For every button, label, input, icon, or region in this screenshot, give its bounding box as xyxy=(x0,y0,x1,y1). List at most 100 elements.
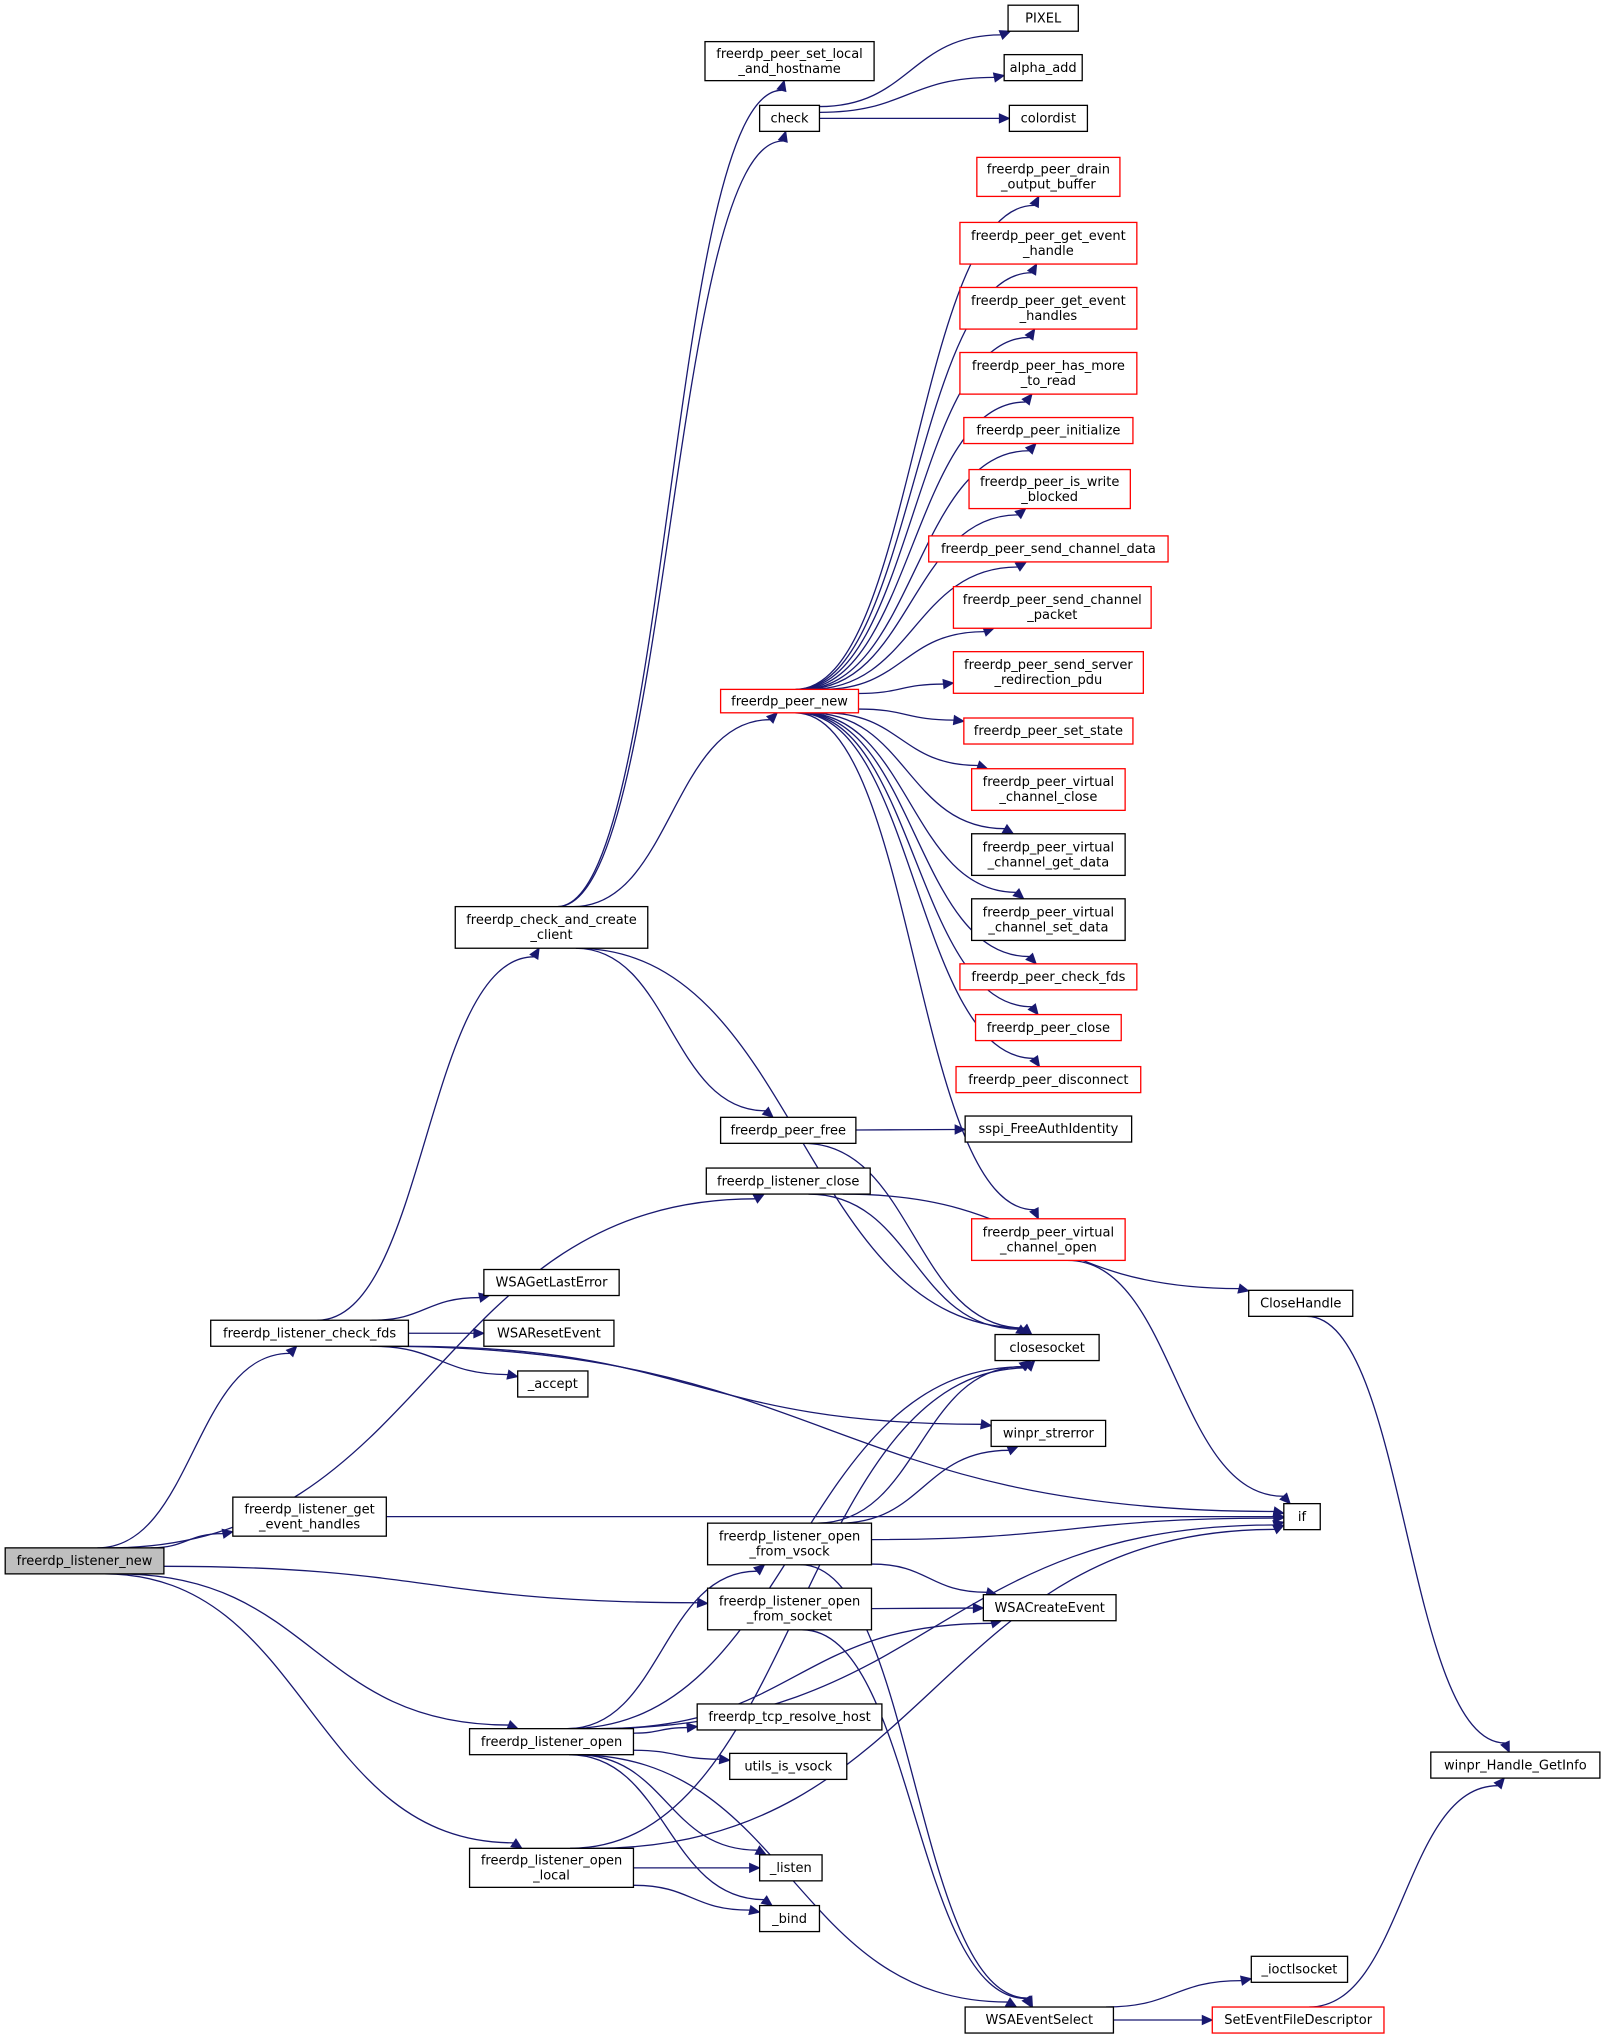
node-label: freerdp_listener_close xyxy=(717,1174,859,1189)
node-disconnect[interactable]: freerdp_peer_disconnect xyxy=(955,1065,1142,1094)
node-is-vsock[interactable]: utils_is_vsock xyxy=(729,1752,848,1781)
node-box xyxy=(706,1587,873,1631)
node-peer-close[interactable]: freerdp_peer_close xyxy=(974,1013,1122,1042)
arrowhead-root-to-listener_close xyxy=(752,1193,766,1204)
node-pixel[interactable]: PIXEL xyxy=(1007,4,1079,32)
node-bind[interactable]: _bind xyxy=(758,1904,821,1933)
node-closesocket[interactable]: closesocket xyxy=(994,1333,1100,1362)
node-box xyxy=(955,1065,1142,1094)
node-tcp-resolve[interactable]: freerdp_tcp_resolve_host xyxy=(696,1703,883,1731)
node-check-fds[interactable]: freerdp_listener_check_fds xyxy=(210,1319,410,1347)
node-handle-getinfo[interactable]: winpr_Handle_GetInfo xyxy=(1430,1751,1601,1779)
node-box xyxy=(1211,2006,1385,2034)
node-vc-set[interactable]: freerdp_peer_virtual_channel_set_data xyxy=(970,898,1126,942)
node-box xyxy=(959,221,1138,265)
edge-listener_open-to-listen xyxy=(576,1754,758,1851)
node-box xyxy=(964,2006,1115,2034)
node-send-channel-packet[interactable]: freerdp_peer_send_channel_packet xyxy=(952,585,1152,629)
node-check-and-create[interactable]: freerdp_check_and_create_client xyxy=(454,905,649,949)
node-box xyxy=(964,1115,1133,1143)
node-is-write[interactable]: freerdp_peer_is_write_blocked xyxy=(968,468,1131,510)
node-box xyxy=(706,1522,873,1566)
node-label: check xyxy=(771,112,810,127)
node-box xyxy=(970,1218,1126,1262)
arrowhead-listener_open-to-bind xyxy=(760,1895,774,1907)
node-strerror[interactable]: winpr_strerror xyxy=(990,1419,1107,1448)
node-box xyxy=(483,1268,620,1297)
node-peer-set-local[interactable]: freerdp_peer_set_local_and_hostname xyxy=(704,40,875,82)
node-label: _redirection_pdu xyxy=(993,673,1102,688)
node-initialize[interactable]: freerdp_peer_initialize xyxy=(963,416,1134,445)
node-get-event-handle[interactable]: freerdp_peer_get_event_handle xyxy=(959,221,1138,265)
node-label: SetEventFileDescriptor xyxy=(1224,2013,1373,2028)
node-listen[interactable]: _listen xyxy=(758,1854,823,1882)
node-vc-get[interactable]: freerdp_peer_virtual_channel_get_data xyxy=(970,833,1126,877)
node-ioctl[interactable]: _ioctlsocket xyxy=(1250,1955,1349,1983)
arrowhead-check_and_create-to-check xyxy=(777,130,788,143)
node-vc-open[interactable]: freerdp_peer_virtual_channel_open xyxy=(970,1218,1126,1262)
node-accept[interactable]: _accept xyxy=(517,1370,589,1398)
node-set-state[interactable]: freerdp_peer_set_state xyxy=(963,717,1134,745)
edge-check_fds-to-if xyxy=(379,1345,1274,1513)
node-listener-close[interactable]: freerdp_listener_close xyxy=(705,1167,871,1195)
edge-root-to-check_fds xyxy=(97,1352,290,1549)
arrowhead-peer_new-to-initialize xyxy=(1024,442,1037,455)
edge-listener_open-to-is_vsock xyxy=(633,1749,720,1760)
edge-peer_new-to-set_state xyxy=(858,708,954,721)
node-check-fds2[interactable]: freerdp_peer_check_fds xyxy=(959,963,1138,991)
node-wsa-create[interactable]: WSACreateEvent xyxy=(982,1594,1117,1622)
node-get-event-handles[interactable]: freerdp_listener_get_event_handles xyxy=(232,1496,387,1537)
node-box xyxy=(704,40,875,82)
node-peer-free[interactable]: freerdp_peer_free xyxy=(719,1116,857,1144)
node-alpha-add[interactable]: alpha_add xyxy=(1003,53,1083,82)
node-label: _listen xyxy=(769,1861,812,1876)
edge-open_socket-to-wsa_create xyxy=(871,1607,974,1610)
node-box xyxy=(758,1854,823,1882)
node-send-channel-data[interactable]: freerdp_peer_send_channel_data xyxy=(928,535,1169,563)
edge-open_vsock-to-wsa_create xyxy=(871,1563,987,1593)
node-send-server[interactable]: freerdp_peer_send_server_redirection_pdu xyxy=(952,651,1144,694)
node-label: freerdp_peer_is_write xyxy=(980,475,1119,490)
edge-open_local-to-bind xyxy=(633,1884,750,1911)
node-sspi[interactable]: sspi_FreeAuthIdentity xyxy=(964,1115,1133,1143)
node-set-event-fd[interactable]: SetEventFileDescriptor xyxy=(1211,2006,1385,2034)
node-label: freerdp_peer_send_channel xyxy=(963,593,1142,608)
edge-peer_new-to-initialize xyxy=(800,450,1030,691)
node-box xyxy=(1007,4,1079,32)
arrowhead-root-to-check_fds xyxy=(285,1345,298,1358)
node-peer-new[interactable]: freerdp_peer_new xyxy=(719,688,860,714)
node-wsa-last-error[interactable]: WSAGetLastError xyxy=(483,1268,620,1297)
node-vc-close[interactable]: freerdp_peer_virtual_channel_close xyxy=(970,768,1126,812)
node-label: freerdp_peer_free xyxy=(730,1124,845,1139)
node-open-local[interactable]: freerdp_listener_open_local xyxy=(468,1847,635,1889)
node-listener-open[interactable]: freerdp_listener_open xyxy=(468,1728,635,1756)
node-label: freerdp_peer_get_event xyxy=(971,229,1126,244)
node-label: freerdp_check_and_create xyxy=(466,913,637,928)
node-wsa-reset[interactable]: WSAResetEvent xyxy=(483,1319,615,1347)
node-open-vsock[interactable]: freerdp_listener_open_from_vsock xyxy=(706,1522,873,1566)
node-colordist[interactable]: colordist xyxy=(1008,104,1089,133)
node-wsa-select[interactable]: WSAEventSelect xyxy=(964,2006,1115,2034)
graph-nodes: freerdp_listener_new freerdp_listener_che… xyxy=(4,4,1601,2034)
arrowhead-peer_new-to-has_more xyxy=(1021,393,1033,406)
node-has-more[interactable]: freerdp_peer_has_more_to_read xyxy=(959,351,1138,395)
node-label: freerdp_listener_open xyxy=(719,1530,860,1545)
node-open-socket[interactable]: freerdp_listener_open_from_socket xyxy=(706,1587,873,1631)
node-label: _packet xyxy=(1026,608,1077,623)
node-box xyxy=(719,1116,857,1144)
node-box xyxy=(1283,1502,1321,1531)
node-get-event-handles2[interactable]: freerdp_peer_get_event_handles xyxy=(959,286,1138,330)
edge-wsa_select-to-ioctl xyxy=(1105,1979,1242,2008)
node-drain[interactable]: freerdp_peer_drain_output_buffer xyxy=(976,156,1121,198)
arrowhead-check_fds-to-strerror xyxy=(980,1419,993,1430)
node-check[interactable]: check xyxy=(758,104,821,133)
node-root[interactable]: freerdp_listener_new xyxy=(4,1547,165,1575)
node-close-handle[interactable]: CloseHandle xyxy=(1248,1289,1354,1317)
node-label: freerdp_listener_open xyxy=(719,1595,860,1610)
node-if[interactable]: if xyxy=(1283,1502,1321,1531)
arrowhead-peer_new-to-disconnect xyxy=(1029,1054,1041,1068)
node-box xyxy=(963,416,1134,445)
node-label: freerdp_peer_new xyxy=(731,694,848,709)
node-label: _blocked xyxy=(1020,490,1078,505)
node-box xyxy=(210,1319,410,1347)
